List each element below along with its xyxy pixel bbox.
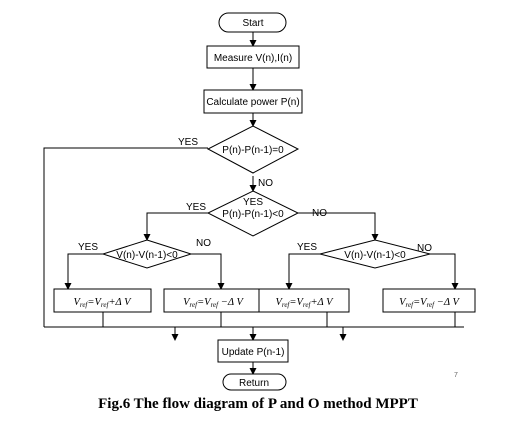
yes-label-power-change-inner: YES [243,197,263,208]
no-label-power-change: NO [312,208,327,219]
arrow-left-yes [64,253,103,290]
calculate-process: Calculate power P(n) [203,89,303,114]
arrow-right-no [430,253,459,290]
decrease-operator: − [221,297,228,308]
figure-caption: Fig.6 The flow diagram of P and O method… [98,396,418,412]
svg-text:Vref=Vref+Δ V: Vref=Vref+Δ V [73,297,132,309]
decision-power-change: P(n)-P(n-1)<0 [206,190,300,237]
no-label-voltage-right: NO [417,243,432,254]
no-label-power-zero: NO [258,178,273,189]
yes-label-power-change: YES [186,202,206,213]
yes-label-voltage-right: YES [297,242,317,253]
vref-decrease-right: Vref=Vref −Δ V [382,288,476,313]
vref-symbol: V [94,297,102,308]
start-terminal: Start [218,12,287,33]
delta-v: Δ V [443,297,461,308]
increase-operator: + [310,297,317,308]
vref-symbol: V [275,297,283,308]
update-process: Update P(n-1) [217,339,289,363]
arrow-no-right [298,212,379,241]
decision-power-zero: P(n)-P(n-1)=0 [206,125,300,174]
vref-subscript: ref [427,301,436,309]
start-label: Start [242,18,263,29]
page-number: 7 [454,372,458,379]
vref-subscript: ref [303,301,312,309]
vref-subscript: ref [190,301,199,309]
decrease-operator: − [437,297,444,308]
yes-label-power-zero: YES [178,137,198,148]
no-label-voltage-left: NO [196,238,211,249]
svg-text:Vref=Vref −Δ V: Vref=Vref −Δ V [399,297,460,309]
measure-process: Measure V(n),I(n) [206,45,300,69]
arrow-left-no [191,253,225,290]
vref-symbol: V [73,297,81,308]
return-label: Return [239,378,269,389]
measure-label: Measure V(n),I(n) [214,53,292,64]
connectors [43,32,464,375]
svg-text:Vref=Vref+Δ V: Vref=Vref+Δ V [275,297,334,309]
vref-subscript: ref [406,301,415,309]
return-terminal: Return [222,373,287,391]
yes-label-voltage-left: YES [78,242,98,253]
vref-symbol: V [183,297,191,308]
increase-operator: + [108,297,115,308]
vref-subscript: ref [101,301,110,309]
vref-symbol: V [399,297,407,308]
vref-symbol: V [204,297,212,308]
delta-v: Δ V [317,297,335,308]
delta-v: Δ V [227,297,245,308]
decision-power-change-label: P(n)-P(n-1)<0 [222,209,284,220]
vref-symbol: V [296,297,304,308]
vref-subscript: ref [282,301,291,309]
arrow-yes-left [143,212,208,241]
decision-voltage-right: V(n)-V(n-1)<0 [319,239,431,269]
vref-subscript: ref [80,301,89,309]
decision-power-zero-label: P(n)-P(n-1)=0 [222,145,284,156]
vref-increase-left: Vref=Vref+Δ V [53,288,152,313]
vref-increase-right: Vref=Vref+Δ V [258,288,350,313]
arrow-right-yes [285,253,320,290]
vref-decrease-left: Vref=Vref −Δ V [163,288,263,313]
vref-subscript: ref [211,301,220,309]
delta-v: Δ V [115,297,133,308]
decision-voltage-left-label: V(n)-V(n-1)<0 [116,250,178,261]
yes-bypass-line [43,147,208,327]
calculate-label: Calculate power P(n) [206,97,299,108]
decision-voltage-left: V(n)-V(n-1)<0 [101,239,193,269]
vref-symbol: V [420,297,428,308]
branch-labels: YES NO YES YES NO YES NO YES NO [78,137,432,254]
decision-voltage-right-label: V(n)-V(n-1)<0 [344,250,406,261]
svg-text:Vref=Vref −Δ V: Vref=Vref −Δ V [183,297,244,309]
update-label: Update P(n-1) [222,347,285,358]
